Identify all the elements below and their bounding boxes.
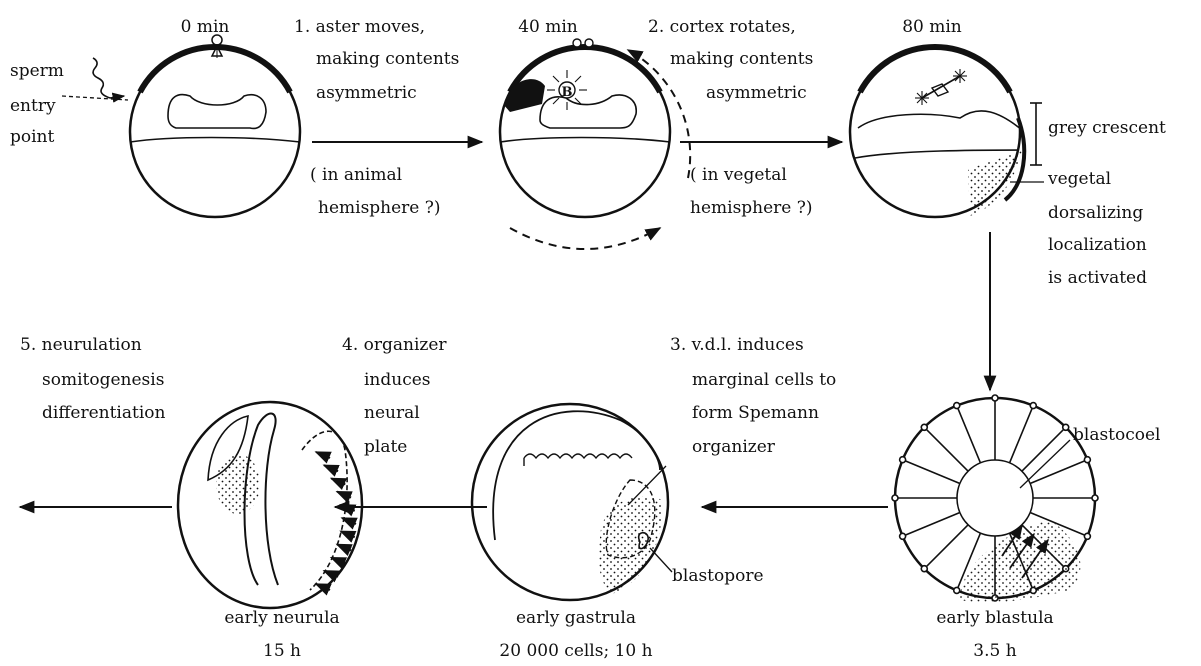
svg-text:( in vegetal: ( in vegetal [690,165,787,185]
blastomere-notch [1030,403,1036,409]
svg-text:5. neurulation: 5. neurulation [20,335,142,355]
svg-text:4. organizer: 4. organizer [342,335,447,355]
blastomere-notch [992,395,998,401]
step3-label: 3. v.d.l. induces marginal cells to form… [670,335,836,457]
stage-name-neurula: early neurula [224,608,339,628]
svg-text:vegetal: vegetal [1047,169,1111,189]
blastomere-wall [957,406,981,463]
sperm-entry-point-label: sperm entry point [10,61,64,147]
svg-text:dorsalizing: dorsalizing [1048,203,1143,223]
svg-text:point: point [10,127,55,147]
blastomere-notch [921,424,927,430]
svg-text:neural: neural [364,403,420,423]
svg-text:B: B [562,85,573,100]
embryo-0min: 0 min [62,17,300,217]
grey-crescent-label: grey crescent [1048,118,1166,138]
svg-text:sperm: sperm [10,61,64,81]
neural-induction-arrow [331,478,345,484]
neural-induction-arrow [341,531,355,537]
blastomere-wall [1030,460,1087,484]
svg-text:1. aster moves,: 1. aster moves, [294,17,425,37]
neural-induction-arrow [324,465,338,471]
time-label-80min: 80 min [902,17,962,37]
svg-text:marginal cells to: marginal cells to [692,370,836,390]
embryo-gastrula [472,404,668,600]
svg-text:is activated: is activated [1048,268,1147,288]
step4-label: 4. organizer induces neural plate [342,335,447,457]
embryo-40min: 40 min B [500,17,690,249]
svg-text:localization: localization [1048,235,1147,255]
cortical-rotation-arrow-top [628,50,690,178]
embryo-80min: 80 min [850,17,1030,217]
grey-crescent-bracket [1030,103,1042,165]
neural-induction-arrow [331,558,345,564]
blastocoel-label: blastocoel [1073,425,1161,445]
step1-label: 1. aster moves, making contents asymmetr… [294,17,459,103]
svg-text:making contents: making contents [670,49,813,69]
blastomere-wall [924,427,968,471]
blastomere-notch [921,566,927,572]
blastomere-wall [903,460,960,484]
time-label-40min: 40 min [518,17,578,37]
blastomere-wall [924,525,968,569]
blastomere-notch [1084,457,1090,463]
spindle-aster-icon [915,69,967,105]
stage-name-gastrula: early gastrula [516,608,636,628]
svg-text:( in animal: ( in animal [310,165,402,185]
blastomere-notch [900,457,906,463]
vdl-label: vegetal dorsalizing localization is acti… [1047,169,1147,288]
time-label-0min: 0 min [181,17,230,37]
cortical-rotation-arrow-bottom [510,228,660,249]
stage-time-gastrula: 20 000 cells; 10 h [499,641,652,661]
svg-text:asymmetric: asymmetric [706,83,807,103]
svg-text:hemisphere ?): hemisphere ?) [690,198,813,218]
stage-time-blastula: 3.5 h [973,641,1016,661]
neural-induction-arrow [324,571,338,577]
blastomere-notch [954,587,960,593]
svg-text:somitogenesis: somitogenesis [42,370,164,390]
stage-time-neurula: 15 h [263,641,301,661]
stage-name-blastula: early blastula [936,608,1053,628]
step1-note: ( in animal hemisphere ?) [310,165,441,218]
embryo-blastula [892,395,1098,602]
sperm-icon [93,58,124,98]
blastomere-notch [892,495,898,501]
svg-text:form Spemann: form Spemann [692,403,819,423]
svg-text:plate: plate [364,437,407,457]
sperm-aster-icon: B [547,70,587,110]
blastomere-notch [1084,533,1090,539]
svg-text:making contents: making contents [316,49,459,69]
neural-induction-arrow [316,452,330,458]
step2-note: ( in vegetal hemisphere ?) [690,165,813,218]
blastopore-pointer [650,548,672,572]
svg-text:hemisphere ?): hemisphere ?) [318,198,441,218]
svg-text:organizer: organizer [692,437,776,457]
svg-text:3. v.d.l. induces: 3. v.d.l. induces [670,335,804,355]
svg-text:2. cortex rotates,: 2. cortex rotates, [648,17,796,37]
vdl-dotted-region [968,150,1022,216]
svg-text:entry: entry [10,96,56,116]
blastomere-notch [1092,495,1098,501]
neural-induction-arrow [337,544,351,550]
embryo-neurula [178,402,362,608]
svg-text:asymmetric: asymmetric [316,83,417,103]
step5-label: 5. neurulation somitogenesis differentia… [20,335,166,423]
neural-induction-arrow [337,492,351,498]
svg-text:induces: induces [364,370,431,390]
blastomere-notch [1063,424,1069,430]
svg-text:differentiation: differentiation [42,403,166,423]
blastomere-notch [954,403,960,409]
step2-label: 2. cortex rotates, making contents asymm… [648,17,813,103]
blastomere-wall [1010,406,1034,463]
blastopore-label: blastopore [672,566,764,586]
blastomere-wall [903,513,960,537]
blastomere-notch [900,533,906,539]
